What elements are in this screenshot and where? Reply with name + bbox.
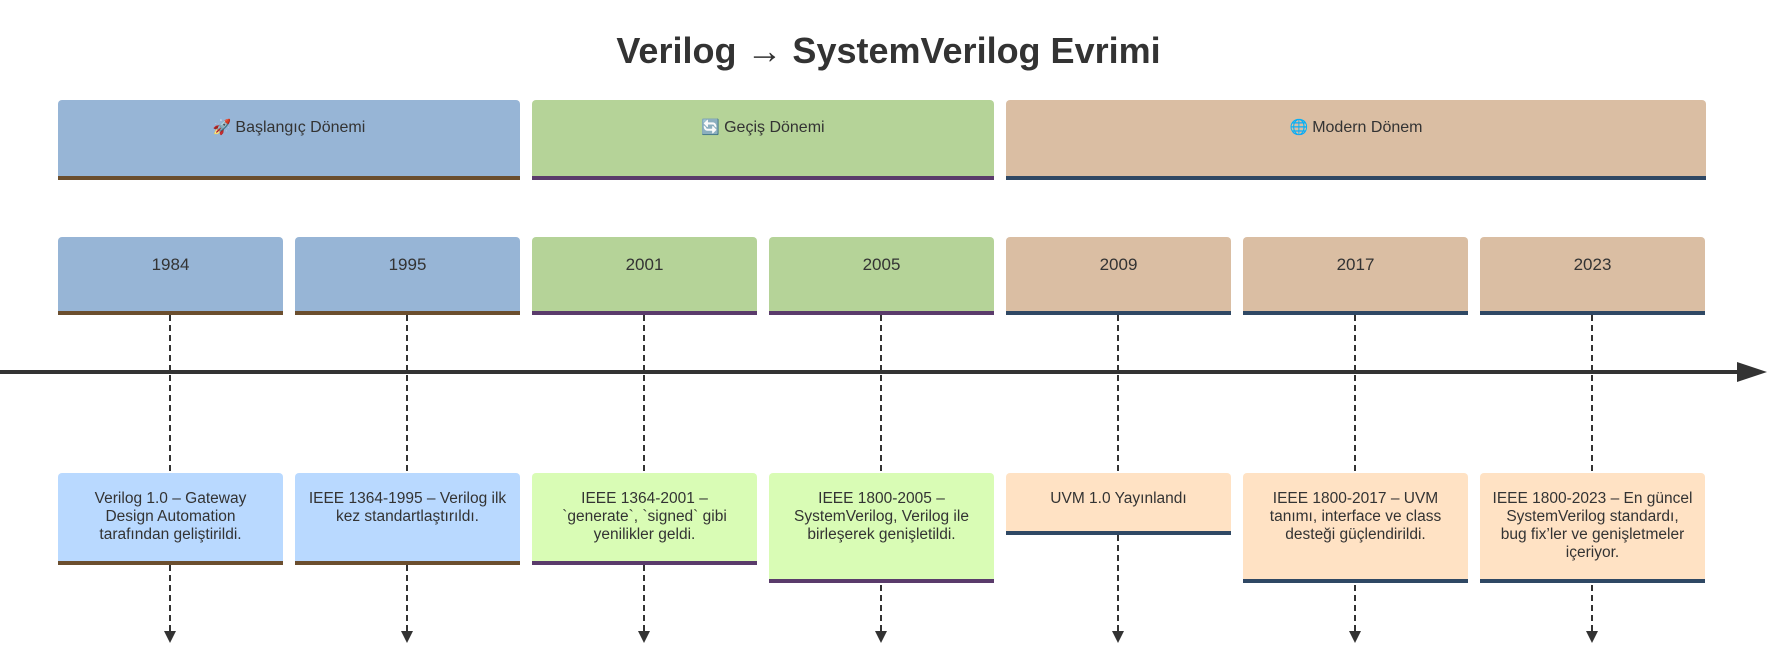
globe-icon: 🌐 [1289,119,1309,136]
arrow-down-icon [875,631,887,643]
arrow-down-icon [1586,631,1598,643]
cycle-icon: 🔄 [701,119,721,136]
page-title: Verilog → SystemVerilog Evrimi [616,30,1161,71]
arrow-right-icon [1737,362,1767,382]
year-box: 2005 [769,237,994,315]
event-box: IEEE 1800-2005 – SystemVerilog, Verilog … [769,473,994,583]
year-box: 1995 [295,237,520,315]
period-modern: 🌐Modern Dönem [1006,100,1706,180]
period-label: Başlangıç Dönemi [235,119,366,136]
year-box: 2001 [532,237,757,315]
period-label: Geçiş Dönemi [724,119,825,136]
arrow-down-icon [164,631,176,643]
period-gecis: 🔄Geçiş Dönemi [532,100,994,180]
event-box: IEEE 1364-2001 – `generate`, `signed` gi… [532,473,757,565]
timeline-axis [0,370,1745,374]
arrow-down-icon [638,631,650,643]
year-box: 1984 [58,237,283,315]
event-box: UVM 1.0 Yayınlandı [1006,473,1231,535]
event-box: IEEE 1364-1995 – Verilog ilk kez standar… [295,473,520,565]
year-box: 2023 [1480,237,1705,315]
arrow-down-icon [1349,631,1361,643]
year-box: 2017 [1243,237,1468,315]
year-box: 2009 [1006,237,1231,315]
rocket-icon: 🚀 [212,119,232,136]
arrow-down-icon [1112,631,1124,643]
arrow-down-icon [401,631,413,643]
period-baslangic: 🚀Başlangıç Dönemi [58,100,520,180]
event-box: IEEE 1800-2023 – En güncel SystemVerilog… [1480,473,1705,583]
period-label: Modern Dönem [1312,119,1423,136]
event-box: Verilog 1.0 – Gateway Design Automation … [58,473,283,565]
event-box: IEEE 1800-2017 – UVM tanımı, interface v… [1243,473,1468,583]
